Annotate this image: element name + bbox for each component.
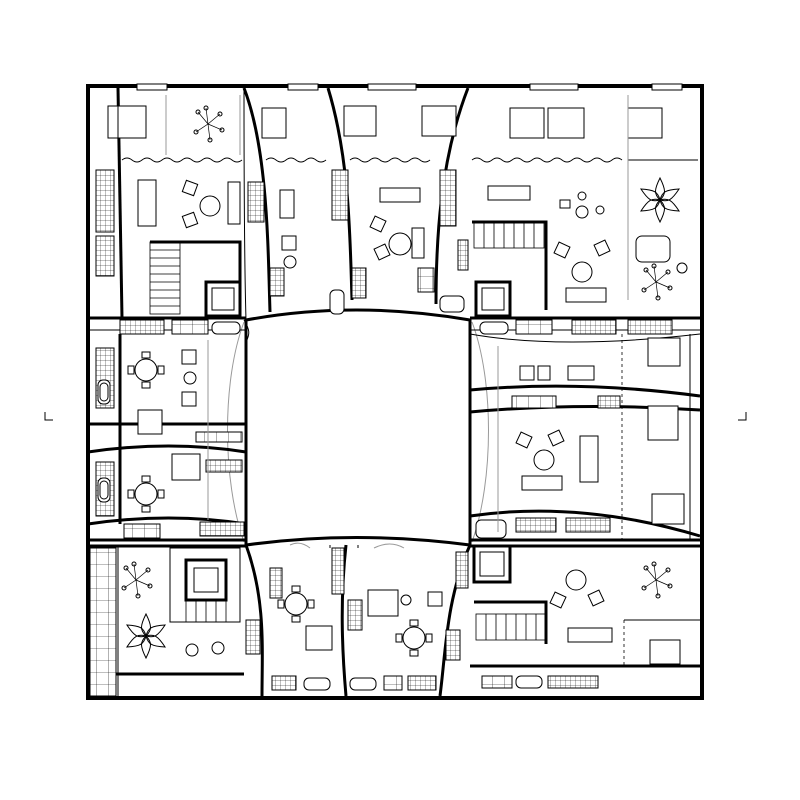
section-marker-right: [738, 412, 747, 421]
south-block: [88, 542, 702, 700]
section-marker-left: [44, 412, 53, 421]
west-block: [87, 334, 247, 542]
central-courtyard: [227, 308, 489, 547]
east-block: [469, 333, 702, 542]
north-block: [88, 83, 702, 335]
